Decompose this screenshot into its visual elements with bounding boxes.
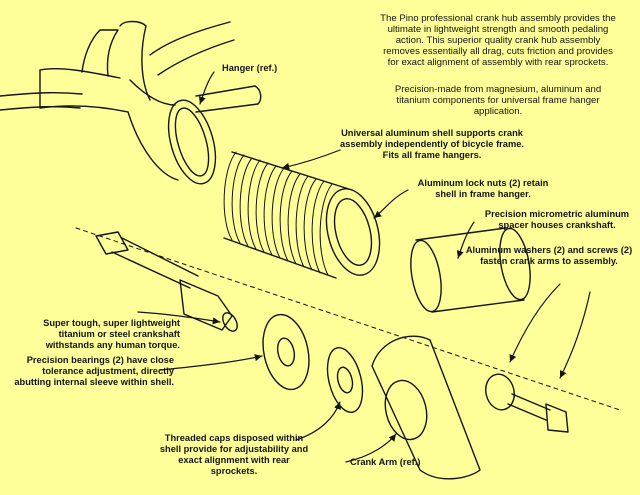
crankshaft (95, 231, 238, 332)
assembly-axis (75, 227, 621, 411)
spacer-tube (410, 227, 531, 313)
spacer-label: Precision micrometric aluminum spacer ho… (484, 209, 630, 230)
shell-label: Universal aluminum shell supports crank … (340, 128, 524, 160)
materials-paragraph: Precision-made from magnesium, aluminum … (394, 84, 602, 117)
crankshaft-label: Super tough, super lightweight titanium … (43, 318, 180, 350)
intro-paragraph: The Pino professional crank hub assembly… (380, 13, 616, 68)
aluminum-shell (223, 151, 381, 279)
leader-lines (137, 71, 591, 463)
lock-nuts-label: Aluminum lock nuts (2) retain shell in f… (417, 178, 549, 199)
crank-arm-and-screw (371, 335, 569, 480)
frame-hanger (0, 20, 262, 185)
bearings-label: Precision bearings (2) have close tolera… (14, 355, 174, 387)
washers-label: Aluminum washers (2) and screws (2) fast… (465, 245, 633, 266)
hanger-label: Hanger (ref.) (222, 63, 278, 73)
crank-arm-label: Crank Arm (ref.) (350, 457, 421, 467)
bearing-and-cap (262, 313, 364, 413)
caps-label: Threaded caps disposed within shell prov… (159, 433, 309, 476)
